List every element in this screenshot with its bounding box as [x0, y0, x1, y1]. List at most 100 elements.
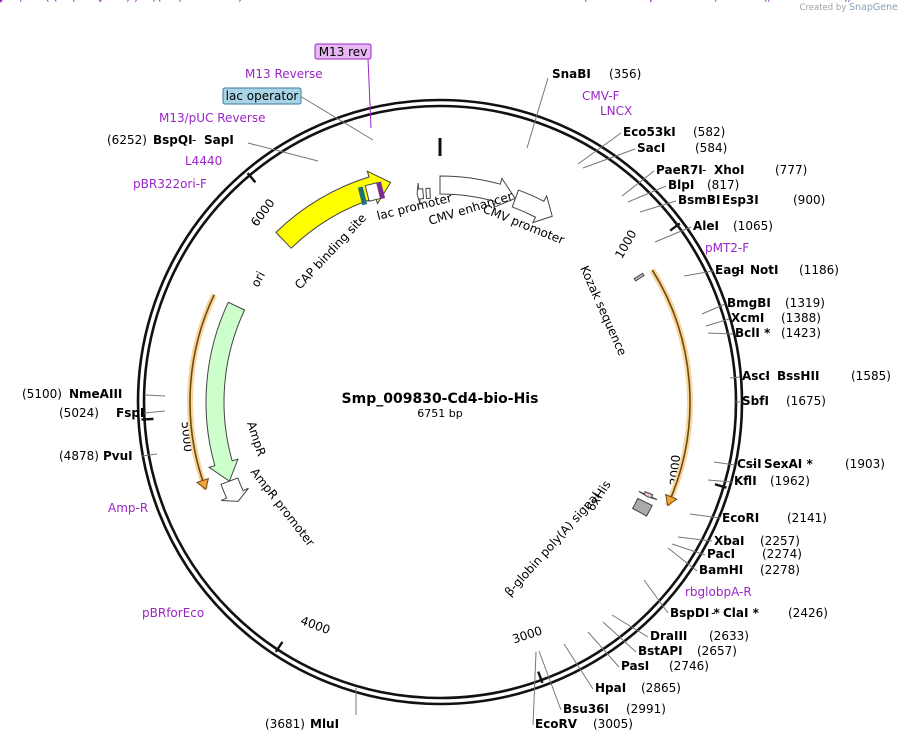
feature-label-ampr: AmpR: [244, 420, 268, 458]
feature-label-kozak-sequence: Kozak sequence: [577, 264, 629, 358]
enzyme-pos-bspdi: (2426): [788, 606, 828, 620]
enzyme-sexai[interactable]: SexAI *: [764, 457, 813, 471]
enzyme-asci[interactable]: AscI: [742, 369, 770, 383]
enzyme-pos-ecorv: (3005): [593, 717, 633, 731]
box-label-m13-rev[interactable]: M13 rev: [319, 45, 368, 59]
primer-site-m13-reverse: [0, 0, 3, 3]
primer-m13-puc-reverse[interactable]: M13/pUC Reverse: [159, 111, 266, 125]
enzyme-sbfi[interactable]: SbfI: [742, 394, 769, 408]
primer-range-pbrforeco: (4269 .. 4287): [53, 0, 139, 3]
enzyme-pair-dash: -: [702, 163, 706, 177]
feature-cmv-enhancer: [439, 175, 516, 209]
tick-label-1000: 1000: [612, 228, 639, 261]
primer-sites: [0, 0, 3, 3]
enzyme-pos-eagi: (1186): [799, 263, 839, 277]
leader-pasi: [587, 631, 620, 668]
enzyme-pos-bcli: (1423): [781, 326, 821, 340]
enzyme-bmgbi[interactable]: BmgBI: [727, 296, 771, 310]
enzyme-pvui[interactable]: PvuI: [103, 449, 133, 463]
enzyme-sapi[interactable]: SapI: [204, 133, 234, 147]
primer-range-amp-r: (4678 .. 4697): [18, 0, 104, 3]
enzyme-snabi[interactable]: SnaBI: [552, 67, 591, 81]
primer-rbglobpa-r[interactable]: rbglobpA-R: [685, 585, 752, 599]
enzyme-pair-dash: -: [711, 606, 715, 620]
enzyme-pos-asci: (1585): [851, 369, 891, 383]
credit-prefix: Created by: [799, 3, 847, 13]
enzyme-saci[interactable]: SacI: [637, 141, 665, 155]
enzyme-noti[interactable]: NotI: [750, 263, 779, 277]
snapgene-credit: Created by SnapGene: [800, 2, 898, 13]
enzyme-eagi[interactable]: EagI: [715, 263, 744, 277]
enzyme-bspdi[interactable]: BspDI *: [670, 606, 720, 620]
enzyme-blpi[interactable]: BlpI: [668, 178, 694, 192]
leader-xcmi: [705, 318, 730, 327]
primer-lncx[interactable]: LNCX: [600, 104, 632, 118]
enzyme-pos-pasi: (2746): [669, 659, 709, 673]
leader-bcli: [707, 332, 734, 335]
m13-site-block: [376, 181, 386, 200]
enzyme-pair-dash: -: [765, 369, 769, 383]
box-label-lac-operator[interactable]: lac operator: [226, 89, 299, 103]
primer-range-pbr322ori-f: (5980 .. 5999): [45, 0, 131, 3]
enzyme-paci[interactable]: PacI: [707, 547, 735, 561]
enzyme-ecorv[interactable]: EcoRV: [535, 717, 578, 731]
tick-3000: [537, 671, 544, 684]
feature-beta-globin-polya: [631, 497, 653, 517]
enzyme-pos-mlui: (3681): [265, 717, 305, 731]
leader-snabi: [526, 77, 549, 149]
primer-pbr322ori-f[interactable]: pBR322ori-F: [133, 177, 207, 191]
primer-amp-r[interactable]: Amp-R: [108, 501, 148, 515]
primer-pmt2-f[interactable]: pMT2-F: [705, 241, 749, 255]
enzyme-pair-dash: -: [192, 133, 196, 147]
enzyme-nmeaiii[interactable]: NmeAIII: [69, 387, 122, 401]
enzyme-paer7i[interactable]: PaeR7I: [656, 163, 703, 177]
snapgene-logo: SnapGene: [849, 2, 898, 13]
feature-ori: [275, 170, 392, 249]
enzyme-pos-hpai: (2865): [641, 681, 681, 695]
enzyme-bsu36i[interactable]: Bsu36I: [563, 702, 609, 716]
leader-nmeaiii: [145, 394, 166, 397]
leader-blpi: [627, 185, 667, 203]
enzyme-fspi[interactable]: FspI: [116, 406, 144, 420]
feature-cap-binding-site: [425, 187, 431, 199]
orf-arcs: [187, 268, 693, 507]
orf-arc: [651, 269, 691, 506]
primer-l4440[interactable]: L4440: [185, 154, 222, 168]
enzyme-bspqi[interactable]: BspQI: [153, 133, 193, 147]
enzyme-pos-sbfi: (1675): [786, 394, 826, 408]
enzyme-ecori[interactable]: EcoRI: [722, 511, 759, 525]
feature-cmv-promoter: [511, 189, 553, 224]
enzyme-bsmbi[interactable]: BsmBI: [678, 193, 720, 207]
enzyme-alei[interactable]: AleI: [693, 219, 719, 233]
enzyme-bstapi[interactable]: BstAPI: [638, 644, 683, 658]
enzyme-pos-eco53ki: (582): [693, 125, 725, 139]
cap-site-block: [357, 186, 368, 206]
leader-ecori: [689, 513, 721, 519]
enzyme-bamhi[interactable]: BamHI: [699, 563, 743, 577]
enzyme-bsshii[interactable]: BssHII: [777, 369, 819, 383]
primer-m13-reverse[interactable]: M13 Reverse: [245, 67, 323, 81]
plasmid-name: Smp_009830-Cd4-bio-His: [342, 391, 539, 407]
enzyme-pasi[interactable]: PasI: [621, 659, 649, 673]
enzyme-csii[interactable]: CsiI: [737, 457, 762, 471]
primer-cmv-f[interactable]: CMV-F: [582, 89, 620, 103]
leader-bspdi: [643, 579, 669, 614]
enzyme-esp3i[interactable]: Esp3I: [722, 193, 759, 207]
leader-ecorv: [532, 651, 537, 726]
enzyme-xhoi[interactable]: XhoI: [714, 163, 745, 177]
enzyme-labels: SnaBI(356)Eco53kI(582)SacI(584)PaeR7I-Xh…: [22, 67, 891, 731]
leader-saci: [582, 148, 636, 169]
primer-pbrforeco[interactable]: pBRforEco: [142, 606, 204, 620]
enzyme-pos-draiii: (2633): [709, 629, 749, 643]
enzyme-clai[interactable]: ClaI *: [723, 606, 760, 620]
enzyme-xcmi[interactable]: XcmI: [731, 311, 764, 325]
enzyme-hpai[interactable]: HpaI: [595, 681, 626, 695]
enzyme-eco53ki[interactable]: Eco53kI: [623, 125, 676, 139]
enzyme-draiii[interactable]: DraIII: [650, 629, 687, 643]
enzyme-bcli[interactable]: BclI *: [735, 326, 771, 340]
primer-range-l4440: (6233 .. 6250): [97, 0, 183, 3]
enzyme-xbai[interactable]: XbaI: [714, 534, 744, 548]
enzyme-mlui[interactable]: MluI: [310, 717, 339, 731]
enzyme-kfli[interactable]: KflI: [734, 474, 757, 488]
